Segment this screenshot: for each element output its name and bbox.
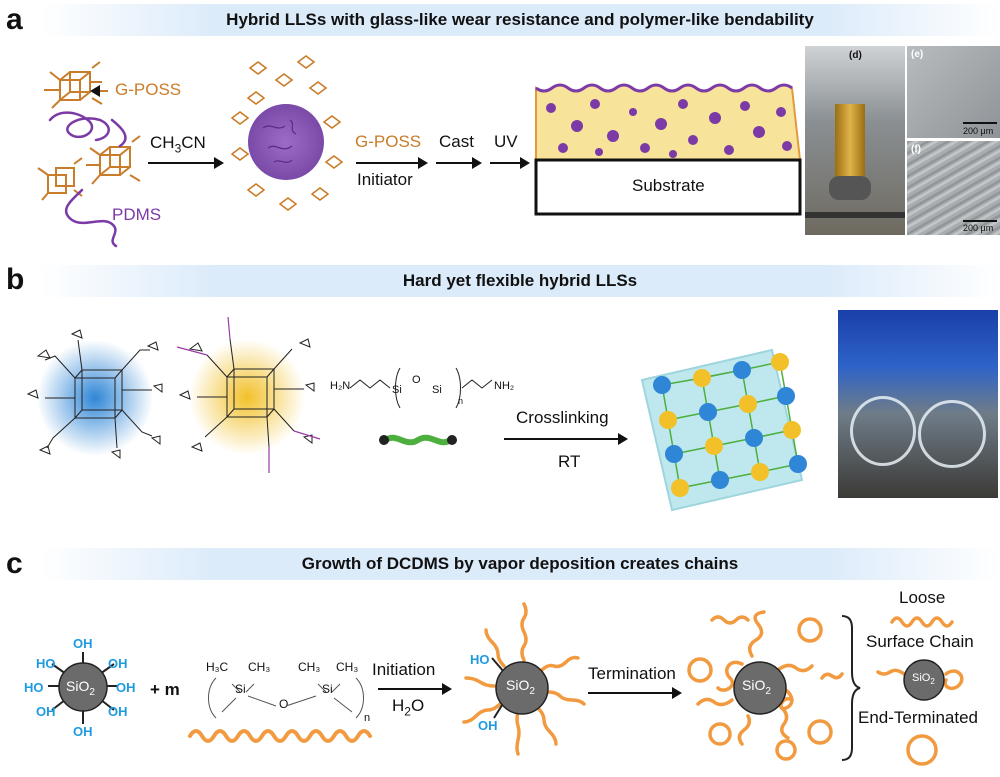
panel-b-letter: b <box>6 263 25 296</box>
epoxy-poss-molecule <box>26 329 163 459</box>
photo-d-label: (d) <box>849 50 862 61</box>
gposs-label-2: G-POSS <box>355 132 422 151</box>
sio2-label-2: SiO2 <box>506 677 535 697</box>
scale-bar-f <box>963 220 997 222</box>
ho-1: HO <box>36 656 56 671</box>
chain-types-brace <box>841 615 861 761</box>
diamine-h2n: H₂N <box>330 380 351 392</box>
oh-1: OH <box>73 636 93 651</box>
siloxane-ch3-2: CH₃ <box>298 660 321 674</box>
amine-poss-molecule <box>176 316 321 473</box>
panel-a-title: Hybrid LLSs with glass-like wear resista… <box>226 10 814 29</box>
loose-chain-icon <box>890 616 954 628</box>
loose-label: Loose <box>899 588 946 607</box>
pdms-label: PDMS <box>112 205 162 224</box>
end-terminated-label: End-Terminated <box>858 708 979 727</box>
end-terminated-icon <box>906 734 938 766</box>
scale-e-label: 200 μm <box>963 126 994 136</box>
wear-test-photo: (d) <box>805 46 905 235</box>
oh-5: OH <box>73 724 93 739</box>
initiation-arrow <box>378 683 452 695</box>
panel-c-letter: c <box>6 547 23 580</box>
cast-arrow <box>436 157 482 169</box>
gposs-pdms-molecules <box>37 61 141 248</box>
sio2-label-1: SiO2 <box>66 678 95 698</box>
siloxane-si-1: Si <box>235 682 246 696</box>
ho-2: HO <box>24 680 44 695</box>
siloxane-n: n <box>364 712 371 724</box>
panel-b-title: Hard yet flexible hybrid LLSs <box>402 271 638 290</box>
diamine-structure <box>349 367 493 409</box>
oh-6: OH <box>36 704 56 719</box>
diamine-nh2: NH₂ <box>494 380 515 392</box>
panel-c-title-band: Growth of DCDMS by vapor deposition crea… <box>40 548 1000 580</box>
wear-test-head <box>829 176 871 200</box>
crosslinking-label: Crosslinking <box>516 408 609 427</box>
siloxane-o: O <box>279 697 289 711</box>
ho-3: HO <box>470 652 490 667</box>
silica-with-chains <box>462 602 586 756</box>
siloxane-h3c: H₃C <box>206 660 229 674</box>
linker-cartoon <box>379 434 457 446</box>
panel-b-title-band: Hard yet flexible hybrid LLSs <box>40 265 1000 297</box>
diamine-o: O <box>412 374 421 386</box>
surface-after-photo: (f) 200 μm <box>907 141 1000 235</box>
surface-before-photo: (e) 200 μm <box>907 46 1000 138</box>
scale-f-label: 200 μm <box>963 223 994 233</box>
flexible-film-photo <box>838 310 998 498</box>
oh-3: OH <box>116 680 136 695</box>
crosslinked-network <box>640 348 807 512</box>
gposs-pointer-arrow <box>92 90 108 92</box>
siloxane-bonds <box>208 677 364 719</box>
surface-chain-label: Surface Chain <box>866 632 974 651</box>
cast-label: Cast <box>439 132 474 151</box>
coating-on-substrate <box>534 83 802 216</box>
solvent-arrow <box>148 157 224 169</box>
crosslinking-arrow <box>504 433 628 445</box>
termination-label: Termination <box>588 664 676 683</box>
siloxane-chain-wave <box>188 729 372 743</box>
gposs-label: G-POSS <box>115 80 182 99</box>
solvent-label: CH3CN <box>150 133 206 156</box>
diamine-si-2: Si <box>432 384 442 396</box>
oh-7: OH <box>478 718 498 733</box>
diamine-si-1: Si <box>392 384 402 396</box>
oh-4: OH <box>108 704 128 719</box>
termination-arrow <box>588 687 682 699</box>
gposs-initiator-arrow <box>356 157 428 169</box>
wear-test-piston <box>835 104 865 186</box>
terminated-silica <box>687 610 844 761</box>
hydroxylated-silica <box>48 652 118 724</box>
siloxane-si-2: Si <box>322 682 333 696</box>
surface-chain-icon <box>876 659 964 701</box>
uv-arrow <box>490 157 530 169</box>
h2o-label: H2O <box>392 696 425 719</box>
panel-c-title: Growth of DCDMS by vapor deposition crea… <box>301 554 739 573</box>
panel-a-letter: a <box>6 3 23 36</box>
rolled-film-left <box>850 396 916 466</box>
micelle-particle <box>230 55 344 211</box>
photo-e-label: (e) <box>911 49 924 60</box>
plus-m-label: + m <box>150 680 180 699</box>
uv-label: UV <box>494 132 518 151</box>
diamine-n: n <box>458 396 464 406</box>
initiator-label: Initiator <box>357 170 413 189</box>
sio2-label-4: SiO2 <box>912 672 935 687</box>
rolled-film-right <box>918 400 986 468</box>
wear-test-sample <box>805 212 905 218</box>
siloxane-ch3-3: CH₃ <box>336 660 359 674</box>
rt-label: RT <box>558 452 581 471</box>
substrate-label: Substrate <box>632 176 705 195</box>
oh-2: OH <box>108 656 128 671</box>
sio2-label-3: SiO2 <box>742 677 771 697</box>
photo-f-label: (f) <box>911 144 921 155</box>
panel-a-title-band: Hybrid LLSs with glass-like wear resista… <box>40 4 1000 36</box>
scale-bar-e <box>963 122 997 124</box>
siloxane-ch3-1: CH₃ <box>248 660 271 674</box>
initiation-label: Initiation <box>372 660 436 679</box>
